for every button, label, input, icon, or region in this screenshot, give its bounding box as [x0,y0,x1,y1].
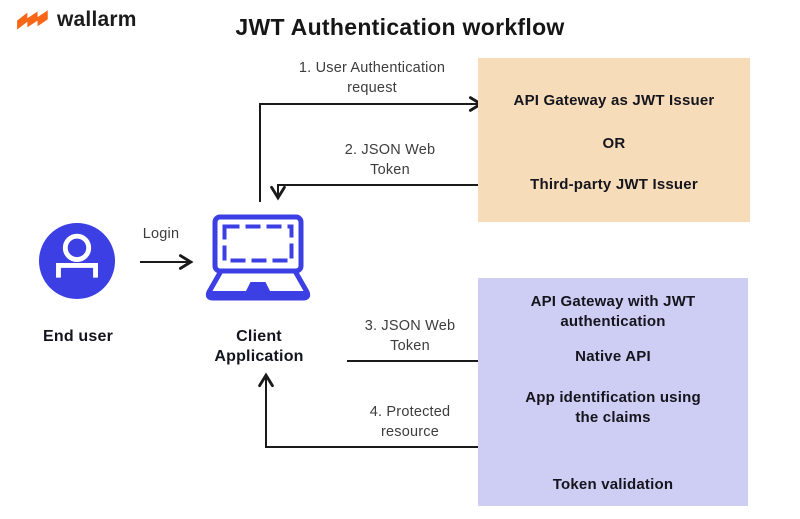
step2-label: 2. JSON Web Token [344,142,436,178]
step3-label: 3. JSON Web Token [364,318,456,354]
gateway-title: API Gateway with JWT authentication [530,293,696,330]
client-application-label: Client Application [214,328,304,365]
protected-resource-arrow [258,372,523,448]
person-icon [38,222,116,300]
issuer-or-separator: OR [602,135,626,152]
wallarm-zigzag-icon [17,10,48,30]
issuer-option-1: API Gateway as JWT Issuer [513,92,715,109]
wallarm-logo-text: wallarm [57,8,137,31]
diagram-title: JWT Authentication workflow [235,14,565,40]
login-label: Login [142,226,180,242]
auth-request-arrow [259,96,484,202]
app-identification-label: App identification using the claims [525,389,701,426]
laptop-icon [205,214,311,301]
jwt-issuer-box: API Gateway as JWT Issuer OR Third-party… [478,58,750,222]
api-gateway-box: API Gateway with JWT authentication Nati… [478,278,748,506]
step4-label: 4. Protected resource [369,404,451,440]
native-api-label: Native API [575,348,651,365]
wallarm-logo: wallarm [16,8,137,32]
issuer-option-2: Third-party JWT Issuer [530,176,698,193]
jwt-token-return-arrow [270,184,504,201]
end-user-label: End user [42,328,114,345]
step1-label: 1. User Authentication request [298,60,446,96]
token-validation-label: Token validation [552,476,674,493]
